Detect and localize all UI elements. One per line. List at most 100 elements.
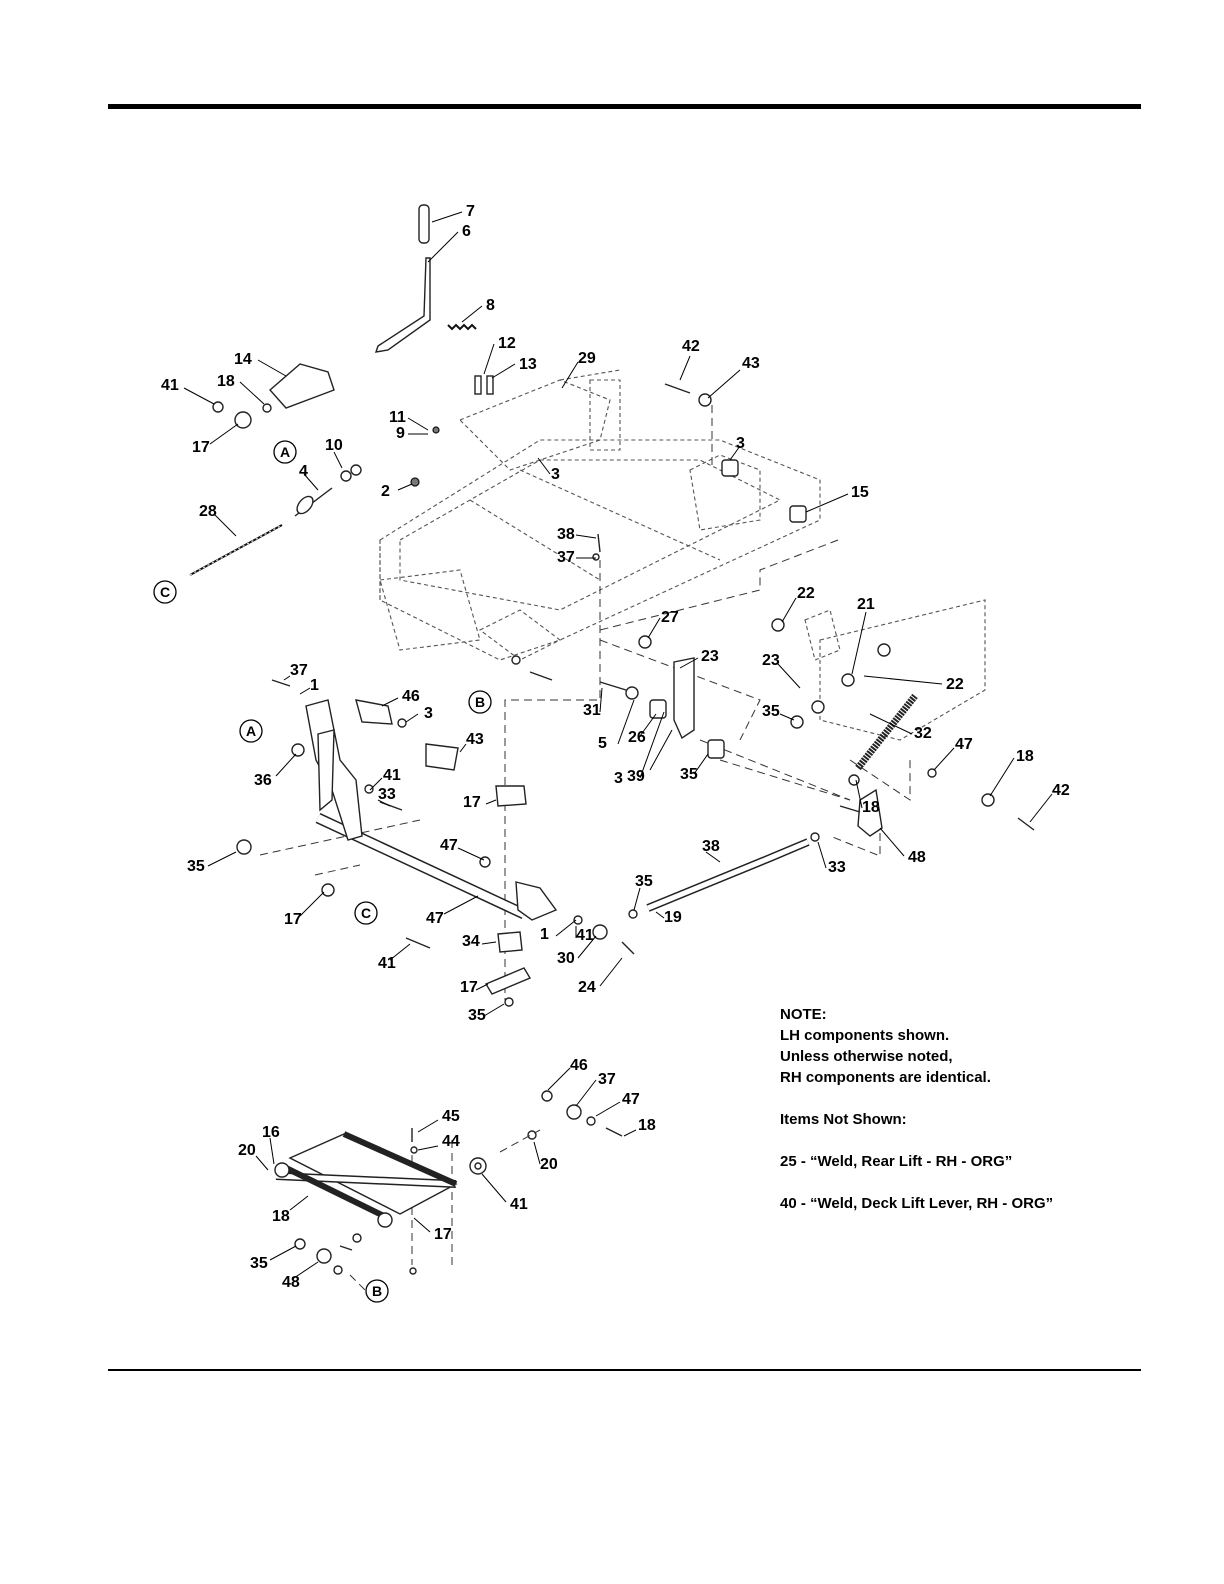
callout-leader [457, 847, 485, 861]
callout-leader [599, 687, 603, 713]
callout-number: 46 [570, 1057, 588, 1074]
callout-leader [817, 841, 827, 869]
callout-number: 35 [468, 1007, 486, 1024]
assembly-lines [259, 405, 911, 1265]
callout-leader [649, 729, 673, 771]
callout-number: 23 [762, 652, 780, 669]
callout-leader [1029, 793, 1053, 823]
callout-number: 22 [946, 676, 964, 693]
callout-number: 7 [466, 203, 475, 220]
callout-number: 1 [310, 677, 319, 694]
callout-number: 3 [736, 435, 745, 452]
callout-leader [207, 851, 237, 867]
callout-number: 22 [797, 585, 815, 602]
callout-leader [575, 1079, 597, 1107]
callout-number: 37 [290, 662, 308, 679]
callout-leader [299, 891, 325, 917]
callout-leader [533, 1141, 541, 1165]
callout-leader [389, 943, 411, 961]
callout-leader [879, 827, 905, 857]
callout-number: 30 [557, 950, 575, 967]
callout-number: 17 [460, 979, 478, 996]
callout-number: 46 [402, 688, 420, 705]
callout-number: 41 [576, 927, 594, 944]
callout-number: 43 [466, 731, 484, 748]
top-rule [108, 104, 1141, 109]
callout-number: 35 [762, 703, 780, 720]
callout-leader [269, 1137, 275, 1165]
reference-circle [153, 580, 177, 604]
note-heading: NOTE: [780, 1006, 827, 1023]
callout-leader [417, 1145, 439, 1151]
callout-number: 47 [426, 910, 444, 927]
callout-number: 14 [234, 351, 252, 368]
callout-number: 18 [1016, 748, 1034, 765]
callout-leader [257, 359, 287, 377]
callout-number: 15 [851, 484, 869, 501]
callout-leader [381, 697, 399, 707]
reference-letter: A [246, 723, 256, 739]
callout-leader [485, 799, 497, 805]
callout-leader [269, 1245, 297, 1261]
callout-number: 3 [614, 770, 623, 787]
callout-number: 12 [498, 335, 516, 352]
callout-number: 23 [701, 648, 719, 665]
callout-number: 1 [540, 926, 549, 943]
callout-leader [275, 753, 297, 777]
callout-number: 18 [272, 1208, 290, 1225]
callout-leader [933, 747, 955, 771]
reference-letter: C [361, 905, 371, 921]
callout-leader [679, 355, 691, 381]
callout-number: 17 [434, 1226, 452, 1243]
callout-number: 18 [638, 1117, 656, 1134]
callout-number: 26 [628, 729, 646, 746]
callout-leader [483, 343, 495, 375]
callout-leader [443, 895, 479, 915]
callout-number: 19 [664, 909, 682, 926]
rear-bracket-phantom [804, 599, 986, 741]
items-not-shown-entry: 25 - “Weld, Rear Lift - RH - ORG” [780, 1153, 1013, 1170]
callout-number: 18 [862, 799, 880, 816]
callout-leader [303, 473, 319, 491]
items-not-shown-entry: 40 - “Weld, Deck Lift Lever, RH - ORG” [780, 1195, 1054, 1212]
callout-leader [595, 1101, 621, 1117]
callout-number: 34 [462, 933, 480, 950]
callout-leader [555, 919, 577, 937]
reference-circle [239, 719, 263, 743]
callout-leader [779, 713, 795, 721]
callout-number: 11 [389, 409, 406, 426]
callout-leader [639, 711, 665, 779]
parts [189, 204, 1035, 1291]
callout-number: 17 [463, 794, 481, 811]
callout-number: 6 [462, 223, 471, 240]
callout-leader [283, 675, 291, 681]
callout-number: 42 [1052, 782, 1070, 799]
callout-number: 41 [161, 377, 179, 394]
callout-number: 9 [396, 425, 405, 442]
callout-leader [707, 369, 741, 399]
callout-leader [633, 887, 641, 911]
callout-leader [561, 361, 579, 389]
callout-number: 21 [857, 596, 875, 613]
callout-number: 37 [557, 549, 575, 566]
callout-leader [537, 457, 551, 475]
callout-number: 47 [440, 837, 458, 854]
callout-leader [617, 699, 635, 745]
callout-number: 17 [284, 911, 302, 928]
callout-leader [705, 851, 721, 863]
callout-number: 43 [742, 355, 760, 372]
callout-number: 48 [908, 849, 926, 866]
callout-leader [481, 941, 497, 945]
callout-leader [481, 1173, 507, 1203]
callout-number: 33 [828, 859, 846, 876]
callout-number: 31 [583, 702, 601, 719]
callout-number: 41 [383, 767, 401, 784]
callout-leader [397, 483, 413, 491]
note-block: NOTE: LH components shown. Unless otherw… [780, 1004, 1160, 1214]
reference-letter: C [160, 584, 170, 600]
callout-leader [377, 799, 391, 807]
callout-number: 4 [299, 463, 308, 480]
note-line: Unless otherwise noted, [780, 1048, 953, 1065]
callout-leader [655, 911, 665, 919]
items-not-shown-heading: Items Not Shown: [780, 1111, 907, 1128]
